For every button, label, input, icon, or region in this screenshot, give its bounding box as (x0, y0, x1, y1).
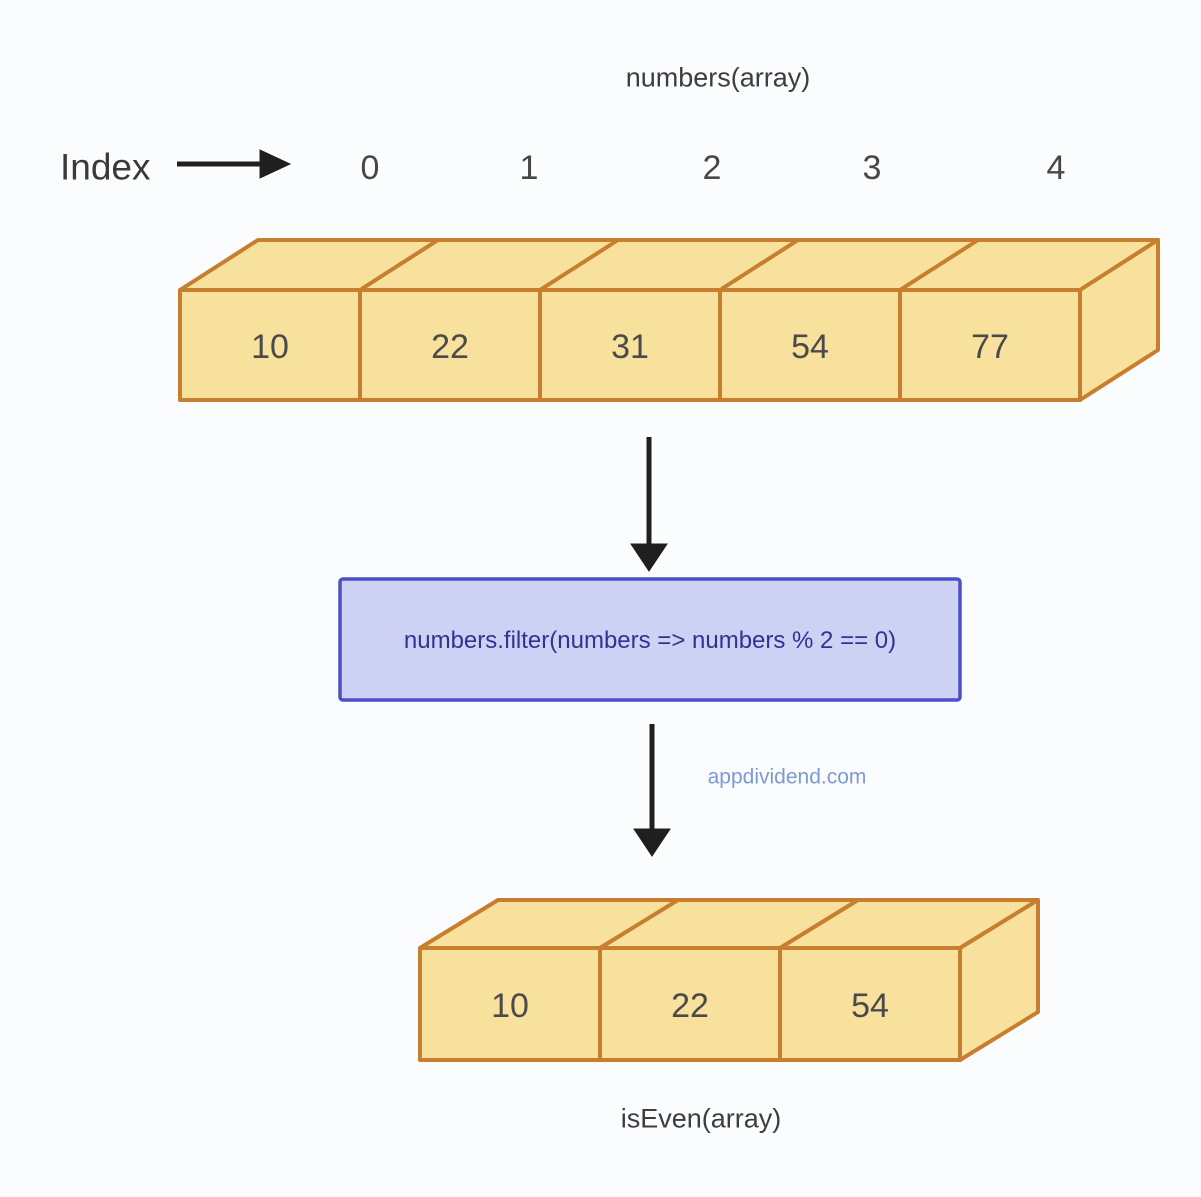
input-cell-0: 10 (251, 328, 289, 366)
down-arrow-bottom-icon (633, 724, 671, 857)
output-cell-2: 54 (851, 987, 889, 1025)
output-cell-1: 22 (671, 987, 709, 1025)
output-array-label: isEven(array) (620, 1103, 782, 1134)
index-label: Index (60, 146, 151, 188)
input-cell-1: 22 (431, 328, 469, 366)
filter-code: numbers.filter(numbers => numbers % 2 ==… (403, 627, 897, 654)
index-1: 1 (519, 149, 539, 187)
input-cell-3: 54 (791, 328, 829, 366)
index-0: 0 (360, 149, 380, 187)
filter-box-shape (338, 577, 962, 702)
index-2: 2 (702, 149, 722, 187)
down-arrow-top-icon (630, 437, 668, 572)
output-cell-0: 10 (491, 987, 529, 1025)
index-4: 4 (1046, 149, 1066, 187)
array-title: numbers(array) (625, 62, 811, 93)
output-array-box (418, 898, 1040, 1062)
input-array-box (178, 238, 1160, 402)
input-cell-2: 31 (611, 328, 649, 366)
watermark: appdividend.com (707, 765, 867, 789)
index-3: 3 (862, 149, 882, 187)
input-cell-4: 77 (971, 328, 1009, 366)
index-arrow-icon (177, 149, 292, 179)
